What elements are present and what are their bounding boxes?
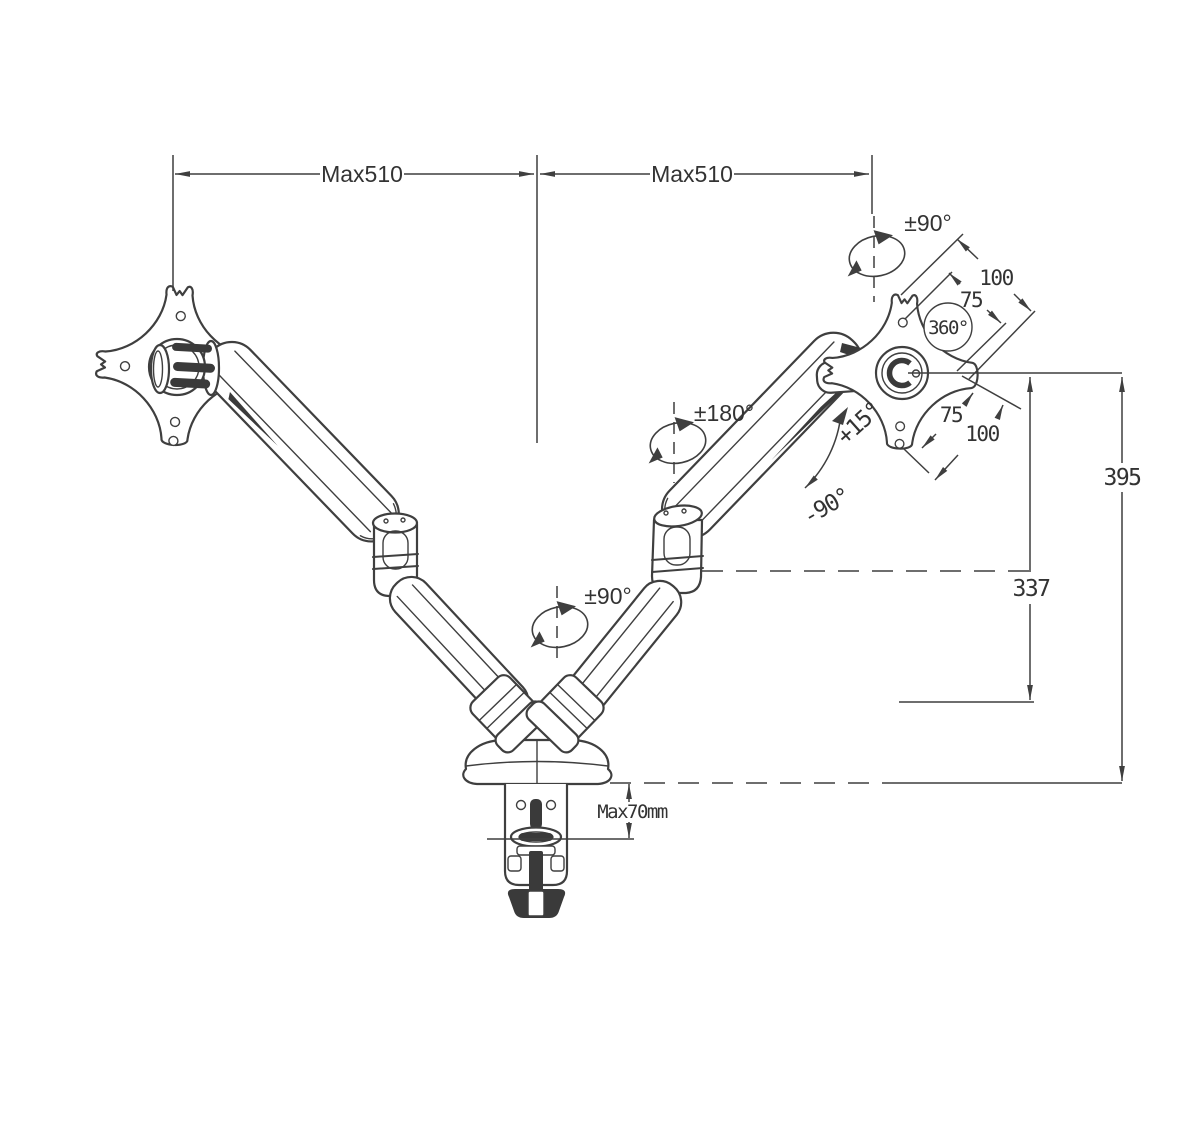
dimension-clamp-range: Max70mm [487,782,1122,840]
desk-clamp [503,782,569,918]
label-tilt-down: -90° [799,483,855,530]
vesa-dimensions-top: 100 75 [900,233,1036,380]
label-vesa-top-outer: 100 [979,266,1013,290]
desk-base [462,738,613,786]
label-left-reach: Max510 [321,161,403,187]
rotation-symbol-mid: ±180° [639,400,754,483]
label-top-swivel: ±90° [904,210,951,236]
right-arm-base-cup [525,674,605,754]
label-vesa-rotation: 360° [928,317,968,339]
rotation-symbol-base: ±90° [521,583,632,666]
label-height-total: 395 [1103,465,1140,491]
label-vesa-bottom-inner: 75 [940,403,962,427]
label-clamp-range: Max70mm [597,801,668,823]
dimension-top-reach: Max510 Max510 [172,155,873,443]
label-vesa-top-inner: 75 [960,288,982,312]
right-vesa-plate [820,291,982,453]
rotation-symbol-top: ±90° [838,210,952,302]
label-base-swivel: ±90° [584,583,631,609]
label-right-reach: Max510 [651,161,733,187]
label-vesa-bottom-outer: 100 [965,422,999,446]
vesa-rotation-badge: 360° [923,302,973,352]
left-ball-joint-hub [147,337,215,397]
left-vesa-plate [92,282,259,449]
label-height-lower: 337 [1012,576,1050,602]
vesa-dimensions-bottom: 75 100 [903,375,1022,481]
label-mid-swivel: ±180° [694,400,754,426]
right-elbow-joint [650,504,704,595]
dimension-heights: 337 395 [702,372,1142,781]
